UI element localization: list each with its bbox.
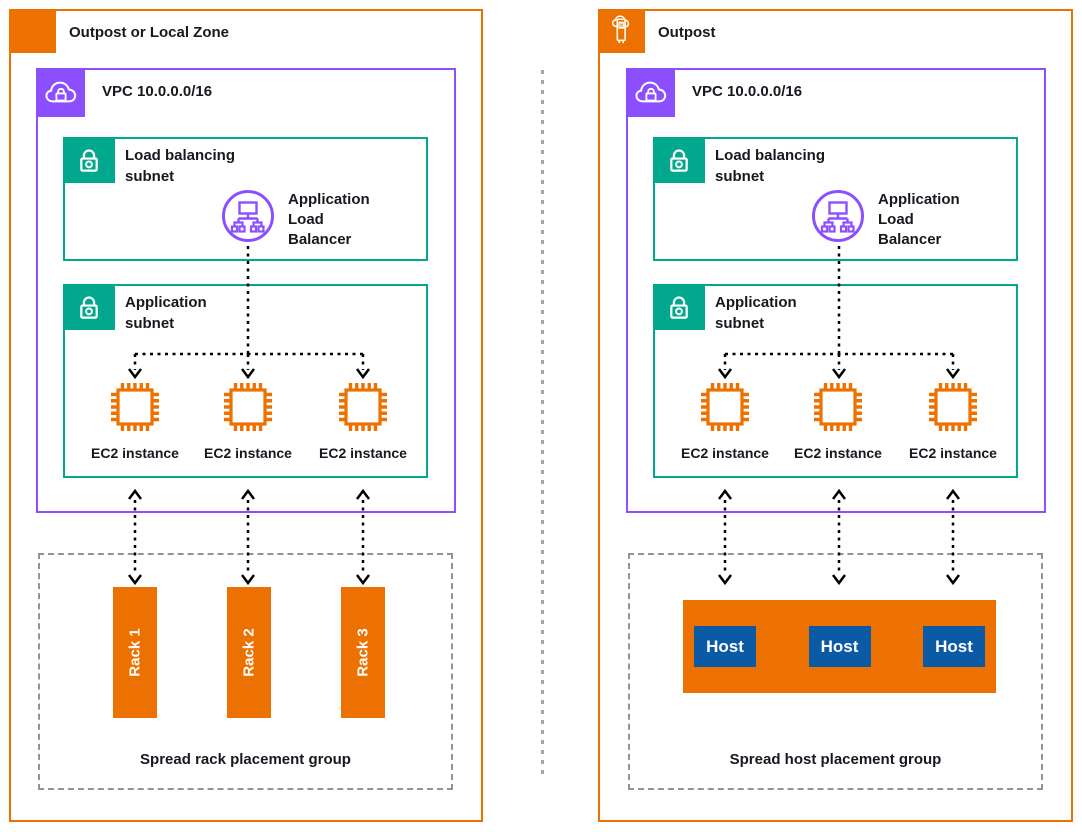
ec2-instance-label: EC2 instance [204,445,292,461]
panel-outpost-or-local-zone: Outpost or Local Zone VPC 10.0.0.0/16 [9,9,483,822]
subnet-title: Load balancing subnet [715,147,826,185]
application-subnet-box: Application subnet [63,284,428,478]
load-balancing-subnet-box: Load balancing subnet Application Load B… [653,137,1018,261]
ec2-instance-icon [810,379,866,435]
vpc-box: VPC 10.0.0.0/16 Load balancing subnet [36,68,456,513]
ec2-instance-icon [107,379,163,435]
subnet-lock-icon [63,284,115,330]
application-load-balancer-icon [810,188,866,244]
subnet-title: Application subnet [715,294,797,332]
spread-rack-placement-group: Rack 1 Rack 2 Rack 3 Spread rack placeme… [38,553,453,790]
host-box: Host [808,626,871,667]
subnet-lock-icon [653,284,705,330]
outpost-icon [598,9,645,53]
vpc-title: VPC 10.0.0.0/16 [102,83,213,100]
spread-host-placement-group: Host Host Host Spread host placement gro… [628,553,1043,790]
ec2-instance-icon [220,379,276,435]
local-zone-icon [9,9,56,53]
subnet-lock-icon [63,137,115,183]
subnet-title: Load balancing subnet [125,147,236,185]
host-bar: Host Host Host [683,600,996,693]
subnet-lock-icon [653,137,705,183]
ec2-instance-icon [697,379,753,435]
panel-title: Outpost [658,24,716,41]
alb-label: Application Load Balancer [288,191,370,248]
panel-outpost: Outpost VPC 10.0.0.0/16 [598,9,1073,822]
load-balancing-subnet-box: Load balancing subnet Application Load B… [63,137,428,261]
rack-bar: Rack 3 [341,587,385,718]
application-load-balancer-icon [220,188,276,244]
rack-label: Rack 3 [354,628,372,677]
ec2-instance-label: EC2 instance [91,445,179,461]
application-subnet-box: Application subnet [653,284,1018,478]
panel-divider-line [541,70,544,776]
vpc-icon [626,68,675,117]
ec2-instance-icon [335,379,391,435]
vpc-box: VPC 10.0.0.0/16 Load balancing subnet [626,68,1046,513]
subnet-title: Application subnet [125,294,207,332]
placement-group-label: Spread rack placement group [140,751,351,768]
placement-group-label: Spread host placement group [729,751,942,768]
ec2-instance-label: EC2 instance [909,445,997,461]
host-box: Host [694,626,756,667]
host-box: Host [923,626,985,667]
rack-bar: Rack 1 [113,587,157,718]
ec2-instance-icon [925,379,981,435]
ec2-instance-label: EC2 instance [794,445,882,461]
panel-title: Outpost or Local Zone [69,24,229,41]
alb-label: Application Load Balancer [878,191,960,248]
ec2-instance-label: EC2 instance [681,445,769,461]
rack-label: Rack 2 [240,628,258,677]
rack-label: Rack 1 [126,628,144,677]
ec2-instance-label: EC2 instance [319,445,407,461]
vpc-title: VPC 10.0.0.0/16 [692,83,803,100]
vpc-icon [36,68,85,117]
rack-bar: Rack 2 [227,587,271,718]
